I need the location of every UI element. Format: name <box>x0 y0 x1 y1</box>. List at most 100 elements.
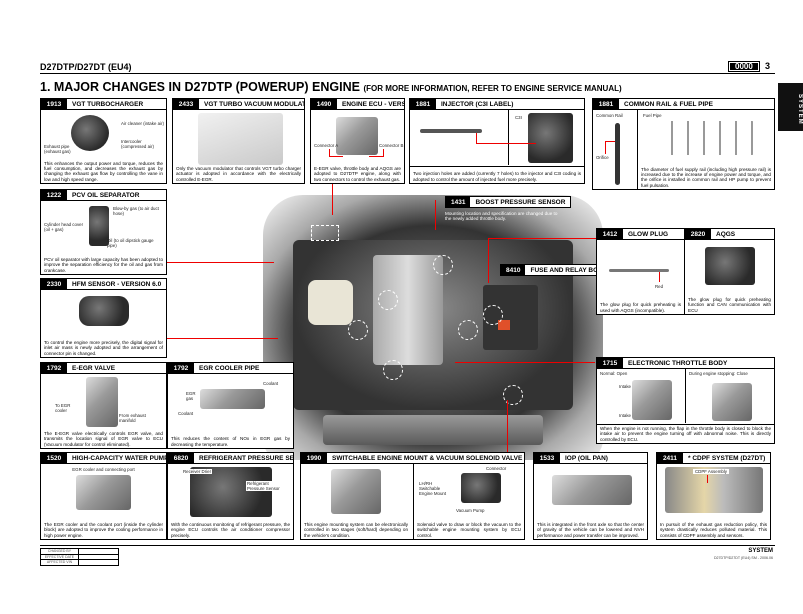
pointer-line <box>476 133 477 143</box>
divider <box>597 424 774 425</box>
part-number: 2433 <box>173 99 199 109</box>
egr-cooler-pipe-image <box>200 389 265 409</box>
label-fuel-pipe: Fuel Pipe <box>643 113 662 118</box>
description: With the continuous monitoring of refrig… <box>171 522 290 538</box>
label-receiver-drier: Receiver Drier <box>182 469 213 474</box>
turbocharger-image <box>71 115 109 151</box>
injector-image <box>420 129 482 133</box>
leader-line <box>488 238 489 283</box>
part-number: 1913 <box>41 99 67 109</box>
description-right: Solenoid valve to draw or block the vacu… <box>417 522 521 538</box>
vacuum-modulator-image <box>198 113 283 165</box>
c3i-label-image <box>528 113 573 163</box>
location-marker <box>483 305 503 325</box>
coolant-tank <box>308 280 353 325</box>
part-number: 1520 <box>41 453 67 463</box>
leader-line <box>166 262 274 263</box>
title-text: 1. MAJOR CHANGES IN D27DTP (POWERUP) ENG… <box>40 80 360 94</box>
oil-pan-image <box>552 475 632 505</box>
divider <box>685 369 686 423</box>
label-egr-gas: EGR gas <box>186 391 196 401</box>
pointer-line <box>605 141 606 154</box>
fuel-pipe-image <box>665 121 755 155</box>
callout-fuse-relay-box[interactable]: 8410 FUSE AND RELAY BOX <box>500 264 609 276</box>
common-rail-image <box>615 123 620 185</box>
description: This is integrated in the front axle so … <box>537 522 644 538</box>
hfm-sensor-image <box>79 296 129 326</box>
header-divider <box>40 73 775 74</box>
ecu-image <box>336 117 378 155</box>
row-value <box>78 559 119 566</box>
label-refrigerant-pressure-sensor: Refrigerant Pressure Sensor <box>246 481 286 491</box>
part-number: 6820 <box>168 453 194 463</box>
label-intake: Intake <box>619 413 631 418</box>
label-to-egr-cooler: To EGR cooler <box>55 403 71 413</box>
part-name: EGR COOLER PIPE <box>199 364 260 372</box>
label-vacuum-pump: Vacuum Pump <box>456 508 485 513</box>
location-marker <box>458 320 478 340</box>
part-number: 1881 <box>410 99 436 109</box>
location-marker <box>348 320 368 340</box>
label-from-exhaust-manifold: From exhaust manifold <box>119 413 146 423</box>
part-number: 1990 <box>301 453 327 463</box>
location-marker <box>503 385 523 405</box>
part-name: VGT TURBOCHARGER <box>72 100 144 108</box>
fuse-marker <box>498 320 510 330</box>
leader-line <box>332 183 333 215</box>
description: The EGR cooler and the coolant port (ins… <box>44 522 163 538</box>
part-name: FUSE AND RELAY BOX <box>530 266 603 274</box>
ecu-marker <box>311 225 339 241</box>
part-number: 1412 <box>597 229 623 239</box>
part-name: HIGH-CAPACITY WATER PUMP <box>72 454 166 462</box>
part-name: * CDPF SYSTEM (D27DT) <box>688 454 766 462</box>
part-number: 1792 <box>41 363 67 373</box>
pointer-line <box>383 149 384 157</box>
part-number: 1431 <box>446 197 471 207</box>
pointer-line <box>329 149 330 157</box>
part-name: GLOW PLUG <box>628 230 669 238</box>
label-connector-a: Connector A <box>314 143 339 148</box>
description: Only the vacuum modulator that controls … <box>176 166 301 182</box>
description: E-EGR valve, throttle body and AQGS are … <box>314 166 401 182</box>
part-number: 1792 <box>168 363 194 373</box>
part-name: INJECTOR (C3I LABEL) <box>441 100 514 108</box>
part-name: HFM SENSOR - VERSION 6.0 <box>72 280 162 288</box>
leader-line <box>166 338 278 339</box>
description: When the engine is not running, the flap… <box>600 426 771 442</box>
page-title: 1. MAJOR CHANGES IN D27DTP (POWERUP) ENG… <box>40 80 622 94</box>
page-number: 3 <box>765 61 771 71</box>
aqgs-image <box>705 247 755 285</box>
description: Two injection holes are added (currently… <box>413 171 581 182</box>
throttle-open-image <box>632 380 672 420</box>
part-name: AQGS <box>716 230 736 238</box>
engine-bay-photo <box>263 195 603 460</box>
description: In pursuit of the exhaust gas reduction … <box>660 522 767 538</box>
throttle-closed-image <box>712 383 752 421</box>
label-blow-by-gas: Blow-by gas (to air duct hose) <box>113 206 159 216</box>
cdpf-image <box>665 467 763 513</box>
part-name: SWITCHABLE ENGINE MOUNT & VACUUM SOLENOI… <box>332 454 523 462</box>
refrigerant-sensor-image <box>190 467 272 517</box>
part-number: 2330 <box>41 279 67 289</box>
side-tab-system[interactable]: SYSTEM <box>778 83 803 131</box>
label-cylinder-head-cover: Cylinder head cover (oil + gas) <box>44 222 84 232</box>
label-connector: Connector <box>486 466 507 471</box>
part-number: 1490 <box>311 99 337 109</box>
label-common-rail: Common Rail <box>596 113 623 118</box>
part-name: IOP (OIL PAN) <box>565 454 608 462</box>
leader-line <box>507 400 508 455</box>
pcv-separator-image <box>89 206 109 246</box>
description: The glow plug for quick preheating funct… <box>688 297 771 313</box>
row-label: EFFECTIVE DATE <box>40 553 79 560</box>
divider <box>413 464 414 539</box>
title-note: (FOR MORE INFORMATION, REFER TO ENGINE S… <box>363 84 622 93</box>
model-label: D27DTP/D27DT (EU4) <box>40 62 132 72</box>
callout-boost-pressure-sensor[interactable]: 1431 BOOST PRESSURE SENSOR <box>445 196 572 208</box>
leader-line <box>435 200 436 230</box>
pointer-line <box>659 272 660 282</box>
